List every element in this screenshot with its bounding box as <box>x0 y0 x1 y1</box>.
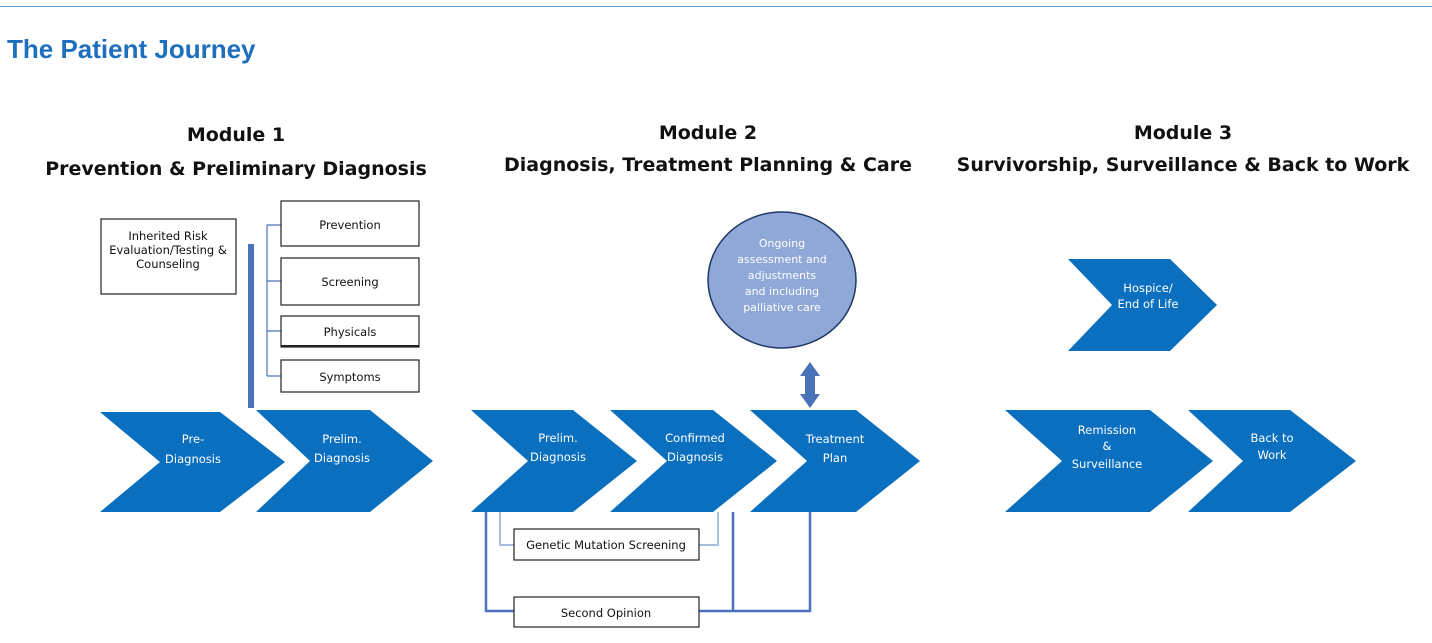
second-opinion-box: Second Opinion <box>513 596 700 628</box>
symptoms-label: Symptoms <box>319 370 380 384</box>
module-1-label: Module 1 <box>187 124 285 146</box>
chevron-pre-diagnosis-line-1: Pre- <box>182 432 204 446</box>
module-2-connectors <box>484 512 812 613</box>
module-3-subtitle: Survivorship, Surveillance & Back to Wor… <box>957 154 1410 176</box>
vertical-connector-bar <box>248 244 254 408</box>
chevron-remission-line-2: & <box>1103 439 1112 453</box>
prevention-box: Prevention <box>280 200 420 247</box>
chevron-pre-diagnosis: Pre- Diagnosis <box>100 412 285 512</box>
screening-box: Screening <box>280 257 420 306</box>
chevron-prelim-diagnosis-m2: Prelim. Diagnosis <box>471 410 637 512</box>
options-bracket-ticks <box>267 224 281 377</box>
module-2-heading: Module 2 Diagnosis, Treatment Planning &… <box>504 122 912 176</box>
risk-box-line-1: Inherited Risk <box>128 229 208 243</box>
chevron-back-line-1: Back to <box>1250 431 1293 445</box>
chevron-prelim-m2-line-2: Diagnosis <box>530 450 586 464</box>
chevron-confirmed-diagnosis: Confirmed Diagnosis <box>610 410 777 512</box>
chevron-remission-line-1: Remission <box>1078 423 1136 437</box>
chevron-prelim-m1-line-1: Prelim. <box>322 432 362 446</box>
chevron-treatment-plan: Treatment Plan <box>750 410 920 512</box>
module-3-heading: Module 3 Survivorship, Surveillance & Ba… <box>957 122 1410 176</box>
chevron-back-line-2: Work <box>1257 448 1286 462</box>
chevron-prelim-diagnosis-m1: Prelim. Diagnosis <box>256 410 433 512</box>
chevron-confirmed-line-1: Confirmed <box>665 431 725 445</box>
chevron-treatment-line-2: Plan <box>823 451 847 465</box>
circle-line-4: and including <box>745 285 819 298</box>
second-opinion-right-connector <box>699 512 812 613</box>
second-opinion-label: Second Opinion <box>561 606 651 620</box>
chevron-treatment-line-1: Treatment <box>805 432 865 446</box>
screening-label: Screening <box>321 275 378 289</box>
circle-line-2: assessment and <box>737 253 826 266</box>
genetic-right-connector <box>699 512 719 546</box>
physicals-box: Physicals <box>280 315 420 348</box>
physicals-label: Physicals <box>324 325 377 339</box>
prevention-label: Prevention <box>319 218 380 232</box>
chevron-prelim-m2-line-1: Prelim. <box>538 431 578 445</box>
symptoms-box: Symptoms <box>280 359 420 393</box>
chevron-remission-surveillance: Remission & Surveillance <box>1005 410 1213 512</box>
module-2-label: Module 2 <box>659 122 757 144</box>
chevron-hospice: Hospice/ End of Life <box>1068 259 1217 351</box>
risk-box-line-2: Evaluation/Testing & <box>109 243 227 257</box>
chevron-hospice-line-1: Hospice/ <box>1123 281 1173 295</box>
top-divider-line <box>0 6 1432 7</box>
genetic-mutation-screening-box: Genetic Mutation Screening <box>513 528 700 561</box>
module-1-connectors <box>248 224 281 408</box>
page-title: The Patient Journey <box>7 34 256 64</box>
circle-line-1: Ongoing <box>759 237 805 250</box>
ongoing-assessment-circle: Ongoing assessment and adjustments and i… <box>707 211 857 349</box>
circle-line-3: adjustments <box>748 269 817 282</box>
module-2-subtitle: Diagnosis, Treatment Planning & Care <box>504 154 912 176</box>
module-1-heading: Module 1 Prevention & Preliminary Diagno… <box>45 124 427 180</box>
module-3-label: Module 3 <box>1134 122 1232 144</box>
chevron-pre-diagnosis-line-2: Diagnosis <box>165 452 221 466</box>
circle-line-5: palliative care <box>743 301 821 314</box>
genetic-mutation-label: Genetic Mutation Screening <box>526 538 686 552</box>
second-opinion-left-connector <box>484 512 514 613</box>
double-arrow-icon <box>800 362 820 408</box>
chevron-prelim-m1-line-2: Diagnosis <box>314 451 370 465</box>
genetic-left-connector <box>499 512 514 546</box>
module-1-subtitle: Prevention & Preliminary Diagnosis <box>45 158 427 180</box>
risk-box-line-3: Counseling <box>136 257 200 271</box>
chevron-confirmed-line-2: Diagnosis <box>667 450 723 464</box>
chevron-remission-line-3: Surveillance <box>1072 457 1143 471</box>
chevron-back-to-work: Back to Work <box>1188 410 1356 512</box>
inherited-risk-box: Inherited Risk Evaluation/Testing & Coun… <box>100 218 237 295</box>
chevron-hospice-line-2: End of Life <box>1118 297 1179 311</box>
